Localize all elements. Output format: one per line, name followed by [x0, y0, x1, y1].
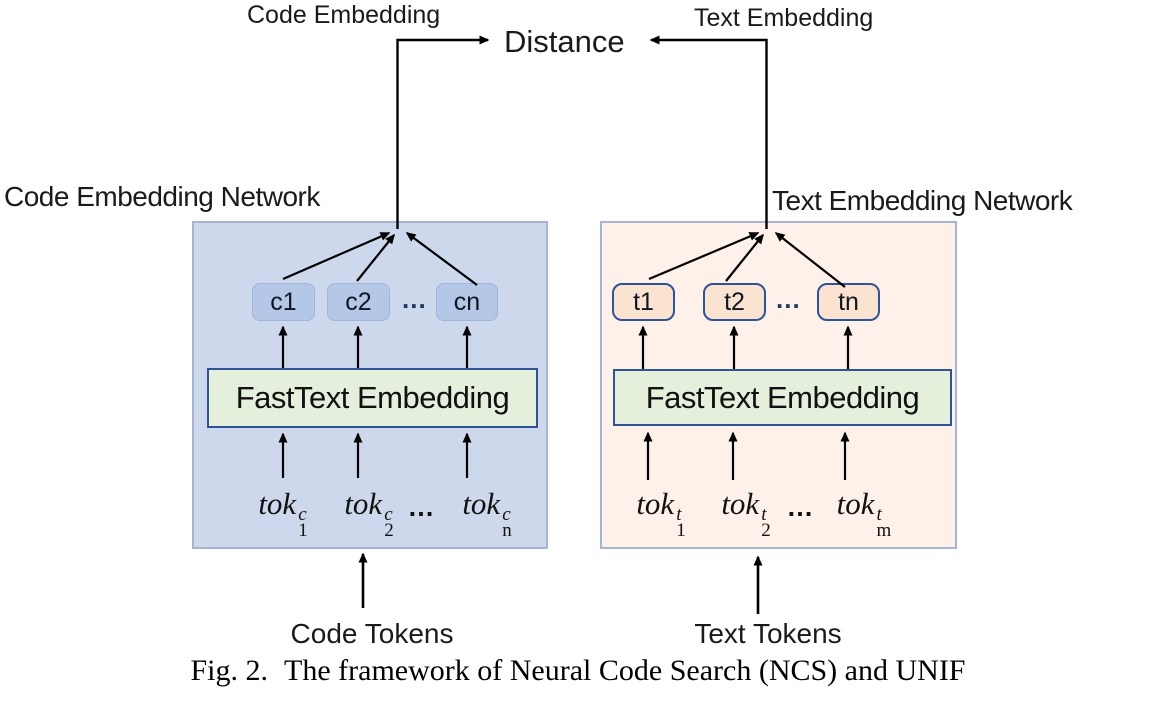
tok-subscript: 1 — [676, 520, 686, 541]
tok-subscript: 2 — [761, 520, 771, 541]
distance-node-label: Distance — [504, 24, 625, 59]
tok-superscript: t — [676, 504, 682, 525]
text-network-title: Text Embedding Network — [772, 185, 1073, 216]
text-embedding-to-distance-arrow — [649, 35, 768, 229]
tok-superscript: c — [298, 504, 307, 525]
figure-caption-text: The framework of Neural Code Search (NCS… — [284, 654, 966, 687]
code-embedding-to-distance-arrow — [396, 35, 490, 229]
tok-superscript: t — [761, 504, 767, 525]
text-fasttext-embedding-box: FastText Embedding — [613, 369, 952, 426]
tok-base: tok — [836, 486, 875, 521]
code-unit-c1: c1 — [252, 283, 315, 321]
text-unit-t1: t1 — [612, 283, 675, 321]
code-tokens-input-label: Code Tokens — [290, 618, 454, 649]
text-tokens-input-label: Text Tokens — [694, 618, 842, 649]
tok-superscript: t — [876, 504, 882, 525]
tok-base: tok — [258, 486, 297, 521]
tok-subscript: 1 — [298, 520, 308, 541]
tok-superscript: c — [384, 504, 393, 525]
tok-subscript: 2 — [384, 520, 394, 541]
tok-base: tok — [462, 486, 501, 521]
tok-base: tok — [636, 486, 675, 521]
code-unit-cn: cn — [436, 283, 498, 321]
code-tokens-ellipsis: … — [407, 492, 435, 522]
code-embedding-arrow-label: Code Embedding — [247, 1, 441, 29]
text-tokens-ellipsis: … — [786, 492, 814, 522]
figure-number: Fig. 2. — [190, 654, 269, 687]
text-embedding-arrow-label: Text Embedding — [694, 4, 874, 32]
tok-base: tok — [344, 486, 383, 521]
tok-subscript: n — [502, 520, 512, 541]
code-unit-c2: c2 — [327, 283, 390, 321]
code-network-title: Code Embedding Network — [4, 181, 320, 212]
text-units-ellipsis: ... — [776, 284, 801, 314]
tok-superscript: c — [502, 504, 511, 525]
code-fasttext-embedding-box: FastText Embedding — [207, 368, 538, 428]
code-units-ellipsis: ... — [402, 284, 427, 314]
text-unit-tn: tn — [817, 283, 880, 321]
tok-subscript: m — [876, 520, 892, 541]
text-unit-t2: t2 — [703, 283, 766, 321]
tok-base: tok — [721, 486, 760, 521]
figure-caption: Fig. 2. The framework of Neural Code Sear… — [0, 654, 1156, 688]
